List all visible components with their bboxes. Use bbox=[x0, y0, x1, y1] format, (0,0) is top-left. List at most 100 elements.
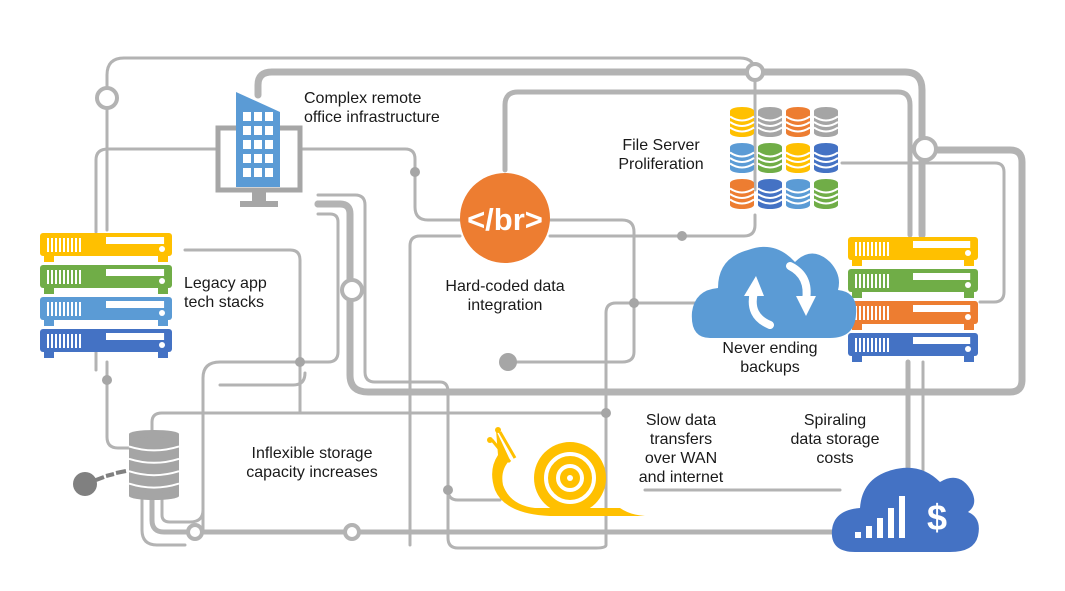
label-slow-transfers: Slow data transfers over WAN and interne… bbox=[626, 411, 736, 487]
database-cylinder bbox=[813, 143, 839, 173]
database-ball-and-chain-icon bbox=[73, 430, 180, 500]
solid-node bbox=[443, 485, 453, 495]
database-cylinder bbox=[757, 179, 783, 209]
code-badge-text: </br> bbox=[467, 202, 543, 237]
server-unit bbox=[40, 297, 172, 326]
label-line: Never ending bbox=[722, 340, 818, 357]
window bbox=[254, 154, 262, 163]
database-cylinder bbox=[813, 179, 839, 209]
label-line: and internet bbox=[638, 469, 724, 486]
hollow-node bbox=[340, 278, 364, 302]
label-line: office infrastructure bbox=[304, 109, 440, 126]
server-unit bbox=[848, 333, 978, 362]
label-line: over WAN bbox=[644, 450, 718, 467]
window bbox=[243, 140, 251, 149]
connector-line bbox=[150, 411, 608, 432]
window bbox=[243, 168, 251, 177]
label-legacy-app: Legacy app tech stacks bbox=[184, 274, 267, 312]
window bbox=[265, 168, 273, 177]
window bbox=[265, 112, 273, 121]
window bbox=[254, 126, 262, 135]
label-line: Spiraling bbox=[803, 412, 867, 429]
connector-lines bbox=[94, 56, 1026, 550]
label-line: Hard-coded data bbox=[445, 278, 565, 295]
database-cylinder bbox=[128, 430, 180, 500]
window bbox=[265, 126, 273, 135]
hollow-node bbox=[343, 523, 361, 541]
junction-nodes bbox=[95, 62, 938, 541]
connector-line bbox=[140, 498, 187, 547]
server-stack-icon bbox=[848, 237, 978, 362]
label-line: Inflexible storage bbox=[251, 445, 373, 462]
window bbox=[265, 154, 273, 163]
window bbox=[254, 112, 262, 121]
solid-node bbox=[410, 167, 420, 177]
connector-line bbox=[254, 68, 926, 239]
label-line: Proliferation bbox=[618, 156, 704, 173]
connector-line bbox=[840, 161, 1006, 304]
window bbox=[243, 154, 251, 163]
connector-line bbox=[218, 371, 307, 387]
label-line: Complex remote bbox=[304, 90, 422, 107]
label-line: tech stacks bbox=[184, 294, 265, 311]
cloud-dollar-chart-icon: $ bbox=[831, 467, 979, 552]
connector-line bbox=[105, 360, 132, 450]
window bbox=[265, 140, 273, 149]
database-cylinder bbox=[785, 143, 811, 173]
database-cylinder bbox=[757, 143, 783, 173]
label-file-server: File Server Proliferation bbox=[606, 136, 716, 174]
connector-line bbox=[502, 89, 913, 238]
solid-node bbox=[102, 375, 112, 385]
label-line: integration bbox=[467, 297, 543, 314]
label-line: transfers bbox=[649, 431, 713, 448]
svg-text:$: $ bbox=[927, 497, 947, 538]
connector-line bbox=[446, 301, 702, 550]
snail-icon bbox=[487, 427, 645, 516]
window bbox=[254, 140, 262, 149]
hollow-node bbox=[186, 523, 204, 541]
cloud-sync-icon bbox=[691, 246, 857, 338]
label-line: File Server bbox=[622, 137, 700, 154]
connector-line bbox=[316, 193, 502, 502]
hollow-node bbox=[745, 62, 765, 82]
connector-line bbox=[94, 147, 220, 234]
hollow-node bbox=[95, 86, 119, 110]
office-building-monitor-icon bbox=[215, 92, 303, 207]
solid-node bbox=[295, 357, 305, 367]
label-line: capacity increases bbox=[246, 464, 378, 481]
database-cylinder bbox=[757, 107, 783, 137]
solid-node bbox=[677, 231, 687, 241]
connector-line bbox=[548, 213, 757, 238]
connector-line bbox=[183, 248, 302, 415]
server-unit bbox=[40, 329, 172, 358]
solid-node bbox=[499, 353, 517, 371]
label-inflexible-storage: Inflexible storage capacity increases bbox=[232, 444, 392, 482]
server-unit bbox=[848, 269, 978, 298]
label-line: data storage bbox=[790, 431, 880, 448]
database-cylinder bbox=[785, 179, 811, 209]
connector-line bbox=[160, 498, 205, 524]
label-line: costs bbox=[816, 450, 854, 467]
server-unit bbox=[848, 301, 978, 330]
label-hard-coded: Hard-coded data integration bbox=[430, 277, 580, 315]
window bbox=[243, 112, 251, 121]
server-unit bbox=[40, 233, 172, 262]
solid-node bbox=[629, 298, 639, 308]
connector-line bbox=[314, 146, 1026, 396]
database-grid-icon bbox=[729, 107, 839, 209]
window bbox=[254, 168, 262, 177]
connector-line bbox=[149, 497, 188, 535]
code-tag-icon: </br> bbox=[460, 173, 550, 263]
label-backups: Never ending backups bbox=[710, 339, 830, 377]
database-cylinder bbox=[729, 179, 755, 209]
database-cylinder bbox=[729, 107, 755, 137]
label-storage-costs: Spiraling data storage costs bbox=[780, 411, 890, 468]
connector-line bbox=[506, 218, 636, 364]
database-cylinder bbox=[785, 107, 811, 137]
connector-line bbox=[298, 147, 462, 222]
window bbox=[243, 126, 251, 135]
connector-line bbox=[408, 234, 462, 547]
label-remote-office: Complex remote office infrastructure bbox=[304, 89, 440, 127]
label-line: Slow data bbox=[645, 412, 717, 429]
